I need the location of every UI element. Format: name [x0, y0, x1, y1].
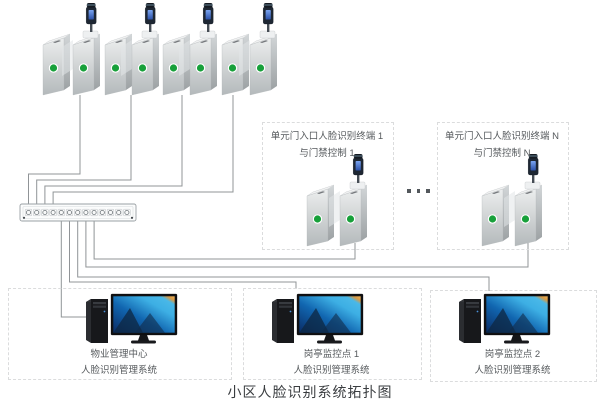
unit-box-1-label-line1: 单元门入口人脸识别终端 1 — [270, 131, 384, 142]
switch-screw — [130, 216, 134, 219]
network-switch-icon — [19, 203, 137, 222]
workstation-box-property-center — [8, 288, 232, 380]
workstation-3-label-line2: 人脸识别管理系统 — [474, 365, 551, 376]
workstation-2-label-line1: 岗亭监控点 1 — [303, 349, 360, 360]
ellipsis-dot — [416, 189, 421, 193]
workstation-box-booth-1 — [243, 288, 422, 380]
unit-box-n-label-line1: 单元门入口人脸识别终端 N — [444, 131, 559, 142]
connector-line — [60, 220, 90, 318]
unit-door-box-1 — [262, 122, 394, 250]
connector-line — [85, 220, 529, 268]
unit-box-n-label-line2: 与门禁控制 N — [473, 148, 531, 159]
connector-line — [52, 95, 234, 206]
workstation-1-label-line2: 人脸识别管理系统 — [80, 365, 157, 376]
connector-line — [44, 95, 183, 206]
switch-screw — [22, 216, 26, 219]
unit-box-1-label-line2: 与门禁控制 1 — [299, 148, 355, 159]
switch-ports — [25, 209, 130, 215]
entrance-turnstile-row — [42, 3, 277, 96]
workstation-box-booth-2 — [430, 290, 597, 382]
connector-line — [77, 220, 490, 291]
connector-line — [69, 220, 297, 289]
diagram-title: 小区人脸识别系统拓扑图 — [227, 384, 393, 400]
workstation-1-label-line1: 物业管理中心 — [90, 349, 148, 360]
connector-line — [28, 95, 81, 206]
ellipsis-dot — [407, 189, 411, 193]
connector-line — [36, 95, 132, 206]
workstation-2-label-line2: 人脸识别管理系统 — [293, 365, 370, 376]
ellipsis-icon — [407, 189, 430, 193]
workstation-3-label-line1: 岗亭监控点 2 — [484, 349, 541, 360]
unit-door-box-n — [437, 122, 569, 250]
connector-lines — [28, 95, 529, 318]
connector-line — [93, 220, 356, 260]
ellipsis-dot — [426, 189, 430, 193]
